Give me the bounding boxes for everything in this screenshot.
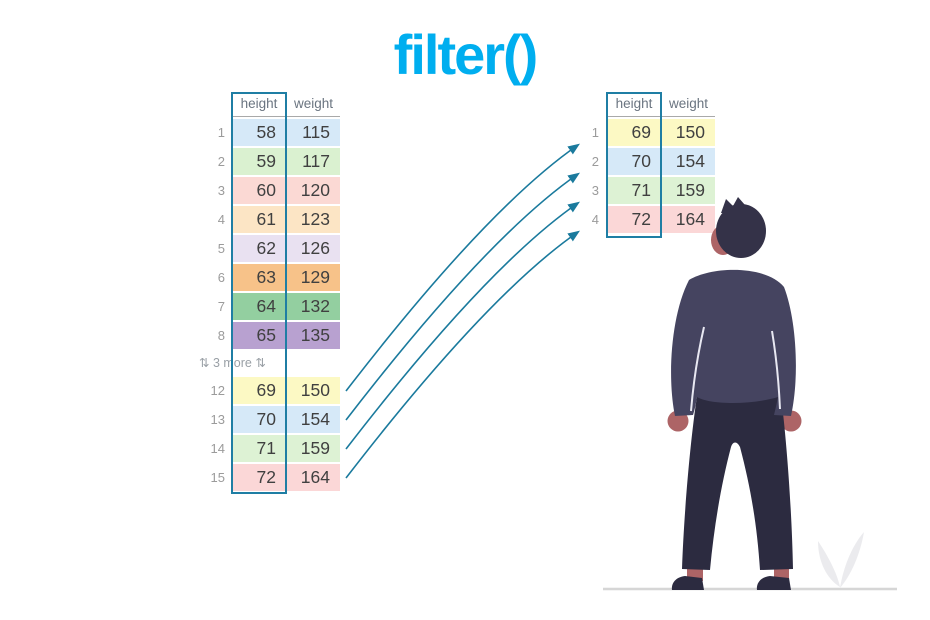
column-header-height: height (608, 90, 660, 117)
row-index: 5 (217, 241, 225, 256)
result-table-header: height weight (582, 93, 715, 117)
height-cell: 70 (608, 148, 660, 175)
table-row: 5 62 126 (199, 235, 340, 262)
height-cell: 58 (233, 119, 285, 146)
table-row: 15 72 164 (199, 464, 340, 491)
hidden-rows-indicator: ⇅ 3 more ⇅ (199, 351, 340, 375)
table-row: 4 61 123 (199, 206, 340, 233)
arrow-row12-to-1 (345, 143, 580, 392)
height-cell: 70 (233, 406, 285, 433)
weight-cell: 126 (287, 235, 340, 262)
weight-cell: 132 (287, 293, 340, 320)
weight-cell: 120 (287, 177, 340, 204)
row-index: 3 (591, 183, 599, 198)
page-title: filter() (393, 23, 539, 86)
left-sleeve-seam (690, 326, 705, 412)
row-index: 8 (217, 328, 225, 343)
weight-cell: 164 (662, 206, 715, 233)
pants (682, 396, 793, 570)
row-index: 1 (591, 125, 599, 140)
table-row: 3 60 120 (199, 177, 340, 204)
arrow-row15-to-4 (345, 230, 580, 479)
hair-tuft (721, 197, 745, 213)
height-cell: 59 (233, 148, 285, 175)
height-cell: 69 (608, 119, 660, 146)
table-row: 6 63 129 (199, 264, 340, 291)
column-header-weight: weight (287, 90, 340, 117)
height-cell: 65 (233, 322, 285, 349)
row-index: 2 (591, 154, 599, 169)
height-cell: 63 (233, 264, 285, 291)
table-row: 1 69 150 (582, 119, 715, 146)
height-cell: 62 (233, 235, 285, 262)
row-index: 2 (217, 154, 225, 169)
row-index: 6 (217, 270, 225, 285)
leaf-right-petal (840, 532, 864, 588)
weight-cell: 150 (662, 119, 715, 146)
height-cell: 69 (233, 377, 285, 404)
source-table: height weight 1 58 115 2 59 117 3 60 120… (199, 93, 340, 493)
row-index: 4 (591, 212, 599, 227)
table-row: 13 70 154 (199, 406, 340, 433)
row-index: 15 (210, 470, 225, 485)
leaf-decoration (818, 532, 864, 588)
table-row: 7 64 132 (199, 293, 340, 320)
row-index: 4 (217, 212, 225, 227)
height-cell: 72 (608, 206, 660, 233)
height-cell: 60 (233, 177, 285, 204)
weight-cell: 117 (287, 148, 340, 175)
row-index: 7 (217, 299, 225, 314)
table-row: 2 59 117 (199, 148, 340, 175)
table-row: 12 69 150 (199, 377, 340, 404)
arrow-row14-to-3 (345, 201, 580, 450)
sweater (671, 269, 796, 416)
weight-cell: 159 (287, 435, 340, 462)
table-row: 14 71 159 (199, 435, 340, 462)
arrow-row13-to-2 (345, 172, 580, 421)
table-row: 2 70 154 (582, 148, 715, 175)
right-ankle (774, 557, 789, 581)
height-cell: 64 (233, 293, 285, 320)
leaf-left-petal (818, 541, 840, 587)
column-header-height: height (233, 90, 285, 117)
weight-cell: 154 (662, 148, 715, 175)
head-hair (716, 204, 766, 258)
column-header-weight: weight (662, 90, 715, 117)
row-index: 13 (210, 412, 225, 427)
height-cell: 71 (233, 435, 285, 462)
table-row: 1 58 115 (199, 119, 340, 146)
right-shoe (756, 576, 791, 590)
table-row: 3 71 159 (582, 177, 715, 204)
weight-cell: 154 (287, 406, 340, 433)
left-hand (667, 410, 689, 432)
hair (716, 197, 766, 258)
weight-cell: 164 (287, 464, 340, 491)
left-shoe (671, 576, 704, 590)
height-cell: 72 (233, 464, 285, 491)
weight-cell: 123 (287, 206, 340, 233)
weight-cell: 115 (287, 119, 340, 146)
weight-cell: 159 (662, 177, 715, 204)
weight-cell: 150 (287, 377, 340, 404)
row-index: 14 (210, 441, 225, 456)
table-row: 4 72 164 (582, 206, 715, 233)
right-hand (780, 410, 802, 432)
height-cell: 61 (233, 206, 285, 233)
right-sleeve-seam (771, 330, 781, 410)
sleeve-seams (690, 326, 781, 412)
source-table-header: height weight (199, 93, 340, 117)
height-cell: 71 (608, 177, 660, 204)
row-index: 1 (217, 125, 225, 140)
weight-cell: 129 (287, 264, 340, 291)
weight-cell: 135 (287, 322, 340, 349)
result-table: height weight 1 69 150 2 70 154 3 71 159… (582, 93, 715, 235)
left-ankle (687, 557, 703, 581)
row-index: 3 (217, 183, 225, 198)
hidden-rows-label: ⇅ 3 more ⇅ (199, 356, 266, 370)
row-index: 12 (210, 383, 225, 398)
person-illustration (603, 197, 897, 591)
table-row: 8 65 135 (199, 322, 340, 349)
